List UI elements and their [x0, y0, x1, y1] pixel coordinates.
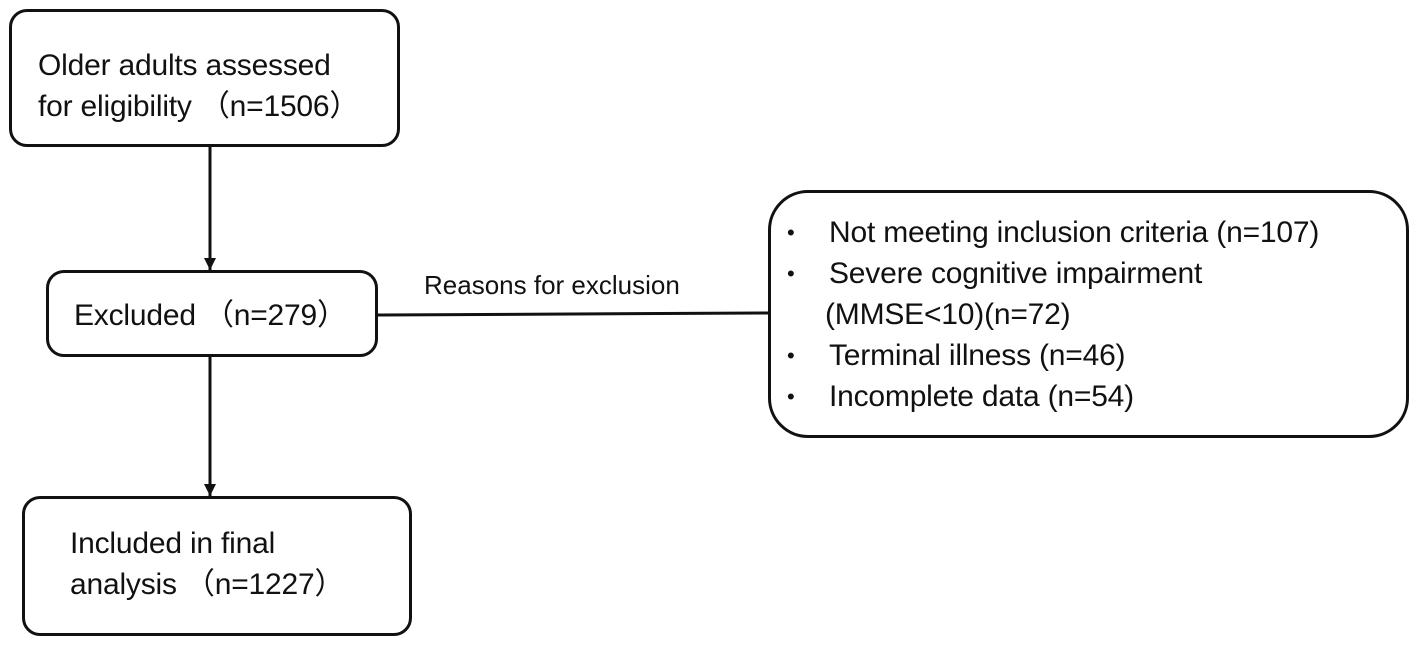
assessed-box: Older adults assessed for eligibility （n…: [9, 9, 400, 147]
assessed-line-2: for eligibility （n=1506）: [38, 90, 360, 123]
reason-text: Not meeting inclusion criteria (n=107): [829, 216, 1320, 249]
included-line-1: Included in final: [70, 527, 276, 560]
reason-item-inclusion-criteria: • Not meeting inclusion criteria (n=107): [771, 212, 1319, 253]
assessed-text: Older adults assessed for eligibility （n…: [38, 45, 359, 127]
assessed-line-1: Older adults assessed: [38, 49, 331, 82]
reason-text: Severe cognitive impairment: [829, 257, 1203, 290]
included-text: Included in final analysis （n=1227）: [70, 523, 344, 605]
reason-item-incomplete-data: • Incomplete data (n=54): [771, 376, 1319, 417]
reason-text: Incomplete data (n=54): [829, 380, 1134, 413]
reason-text: Terminal illness (n=46): [829, 339, 1126, 372]
included-box: Included in final analysis （n=1227）: [22, 496, 412, 636]
bullet-icon: •: [787, 343, 795, 368]
excluded-box: Excluded （n=279）: [46, 270, 378, 357]
excluded-text: Excluded （n=279）: [74, 295, 347, 336]
bullet-icon: •: [787, 220, 795, 245]
bullet-icon: •: [787, 261, 795, 286]
reason-item-terminal-illness: • Terminal illness (n=46): [771, 335, 1319, 376]
reason-text-continuation: (MMSE<10)(n=72): [825, 298, 1071, 331]
exclusion-reasons-list: • Not meeting inclusion criteria (n=107)…: [771, 212, 1319, 417]
connector-excluded-to-reasons: [377, 311, 769, 317]
reason-item-cognitive-impairment: • Severe cognitive impairment (MMSE<10)(…: [771, 253, 1319, 335]
included-line-2: analysis （n=1227）: [70, 568, 345, 601]
exclusion-reasons-box: • Not meeting inclusion criteria (n=107)…: [768, 190, 1409, 438]
exclusion-edge-label: Reasons for exclusion: [424, 270, 680, 300]
arrowhead-excluded: [204, 258, 216, 270]
bullet-icon: •: [787, 384, 795, 409]
arrowhead-included: [204, 484, 216, 496]
excluded-line-1: Excluded （n=279）: [74, 299, 347, 332]
